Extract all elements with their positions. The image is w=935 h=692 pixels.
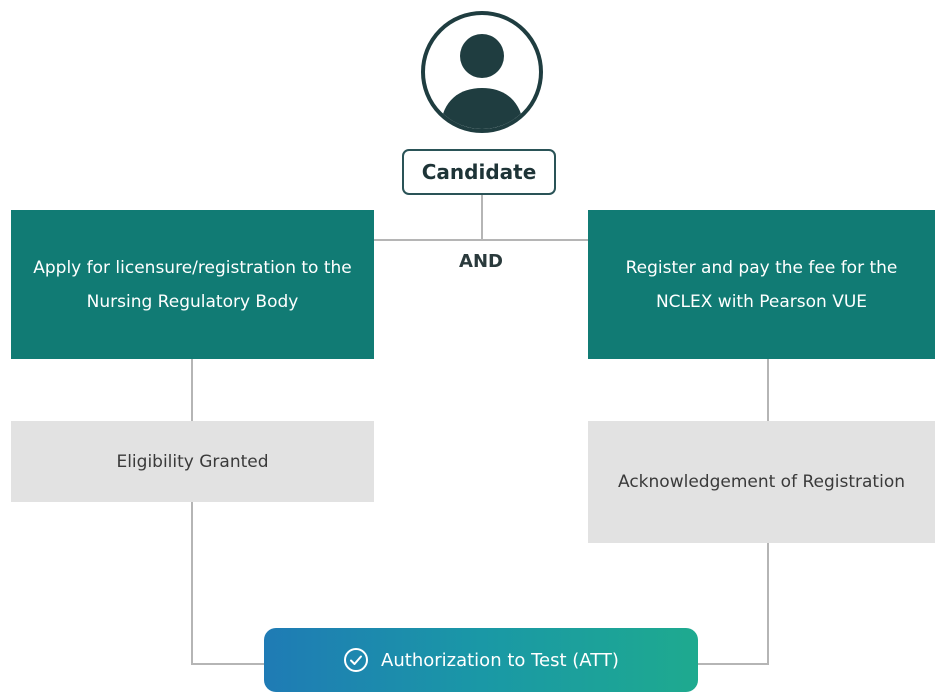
apply-licensure-box: Apply for licensure/registration to the … bbox=[11, 210, 374, 359]
eligibility-granted-box: Eligibility Granted bbox=[11, 421, 374, 502]
check-circle-icon bbox=[344, 648, 369, 672]
user-avatar-icon bbox=[421, 11, 543, 133]
authorization-to-test-box: Authorization to Test (ATT) bbox=[264, 628, 698, 692]
candidate-label: Candidate bbox=[421, 160, 537, 184]
right-to-att-line bbox=[698, 543, 769, 665]
register-pay-text: Register and pay the fee for the NCLEX w… bbox=[625, 257, 898, 312]
eligibility-granted-text: Eligibility Granted bbox=[116, 451, 269, 472]
apply-licensure-text: Apply for licensure/registration to the … bbox=[33, 257, 352, 312]
register-pay-box: Register and pay the fee for the NCLEX w… bbox=[588, 210, 935, 359]
left-to-att-line bbox=[191, 502, 264, 665]
and-label: AND bbox=[459, 251, 503, 272]
candidate-box: Candidate bbox=[402, 149, 556, 195]
authorization-to-test-label: Authorization to Test (ATT) bbox=[381, 649, 619, 671]
acknowledgement-box: Acknowledgement of Registration bbox=[588, 421, 935, 543]
acknowledgement-text: Acknowledgement of Registration bbox=[618, 472, 905, 492]
